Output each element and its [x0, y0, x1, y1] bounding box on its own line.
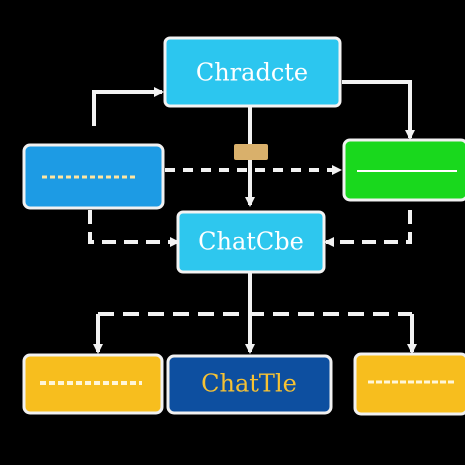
connector-left-to-top: [92, 87, 164, 126]
node-left[interactable]: [22, 143, 165, 210]
connector-tag: [234, 144, 268, 160]
connector-left-to-center: [88, 210, 180, 247]
connector-top-to-right: [342, 80, 415, 140]
connector-right-to-center: [324, 210, 412, 247]
node-top[interactable]: Chradcte: [163, 36, 342, 108]
connector-lines: [88, 80, 417, 354]
node-bottom-right[interactable]: [353, 352, 465, 416]
node-center-label: ChatCbe: [198, 228, 304, 256]
node-bottom-center[interactable]: ChatTle: [166, 354, 333, 415]
node-bottom-center-label: ChatTle: [201, 370, 297, 398]
node-bottom-left[interactable]: [22, 353, 164, 415]
node-top-label: Chradcte: [196, 59, 308, 87]
node-right[interactable]: [342, 138, 465, 202]
node-center[interactable]: ChatCbe: [176, 210, 326, 274]
